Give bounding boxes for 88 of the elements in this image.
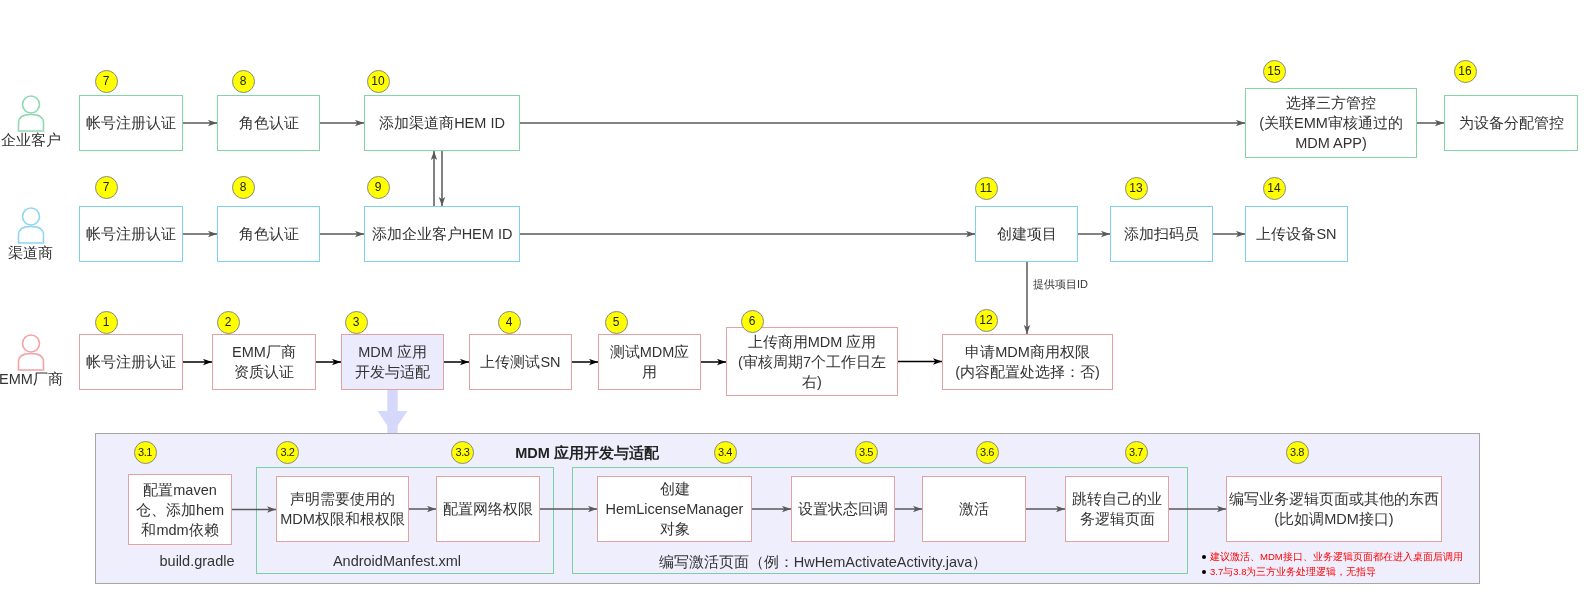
edge-label: 提供项目ID [1032,277,1089,292]
arrow [539,505,598,513]
process-box: 上传设备SN [1245,206,1348,262]
step-number: 10 [366,69,390,93]
arrow [519,119,1246,127]
step-number: 7 [94,175,118,199]
arrow [1416,119,1445,127]
arrow [319,119,365,127]
process-box: 帐号注册认证 [79,334,183,390]
step-number: 8 [231,175,255,199]
actor-label: EMM厂商 [0,369,63,389]
arrow [430,150,438,207]
process-box: 编写业务逻辑页面或其他的东西 (比如调MDM接口) [1226,476,1442,542]
step-number: 3.2 [276,440,299,464]
arrow [751,505,792,513]
step-number: 3.4 [713,440,737,464]
process-box: 申请MDM商用权限 (内容配置处选择：否) [942,334,1113,390]
group-label: AndroidManfest.xml [332,553,462,569]
process-box: 添加渠道商HEM ID [364,95,520,151]
process-box: 角色认证 [217,95,320,151]
process-box: 添加企业客户HEM ID [364,206,520,262]
process-box: 为设备分配管控 [1444,95,1578,151]
step-number: 5 [604,310,628,334]
process-box: 帐号注册认证 [79,206,183,262]
process-box: MDM 应用开发与适配 [341,334,444,390]
process-box: 帐号注册认证 [79,95,183,151]
process-box: 创建HemLicenseManager对象 [597,476,752,542]
file-name-label: build.gradle [159,553,235,569]
arrow [315,358,342,366]
arrow [182,119,218,127]
arrow [894,505,923,513]
step-number: 12 [974,308,998,332]
step-number: 3.6 [975,440,999,464]
actor-label: 渠道商 [7,243,53,263]
step-number: 3.1 [133,440,157,464]
group-label: 编写激活页面（例：HwHemActivateActivity.java） [658,552,988,572]
step-number: 9 [366,175,390,199]
process-box: 角色认证 [217,206,320,262]
step-number: 3.3 [451,440,474,464]
arrow [408,505,437,513]
arrow [182,230,218,238]
step-number: 3 [344,310,368,334]
process-box: 激活 [922,476,1026,542]
step-number: 3.7 [1124,440,1148,464]
step-number: 3.5 [854,440,878,464]
arrow [1025,505,1066,513]
arrow [1077,230,1111,238]
step-number: 11 [974,176,998,200]
arrow [231,506,277,513]
process-box: 配置maven仓、添加hem和mdm依赖 [128,474,232,545]
step-number: 15 [1262,59,1286,83]
process-box: 创建项目 [975,206,1078,262]
process-box: 选择三方管控 (关联EMM审核通过的MDM APP) [1245,88,1417,158]
step-number: 16 [1453,59,1477,83]
arrow [1023,261,1031,335]
arrow [319,230,365,238]
process-box: 添加扫码员 [1110,206,1213,262]
note-text: 建议激活、MDM接口、业务逻辑页面都在进入桌面后调用 [1210,551,1463,563]
step-number: 2 [216,310,240,334]
process-box: 设置状态回调 [791,476,895,542]
panel-title: MDM 应用开发与适配 [515,443,659,463]
arrow [182,358,213,366]
actor-label: 企业客户 [1,130,61,150]
process-box: 配置网络权限 [436,476,540,542]
step-number: 6 [740,309,764,333]
process-box: 测试MDM应用 [598,334,701,390]
arrow [571,358,599,366]
step-number: 7 [94,69,118,93]
arrow [438,150,446,207]
arrow [897,358,943,365]
step-number: 3.8 [1285,440,1309,464]
process-box: 跳转自己的业务逻辑页面 [1065,476,1169,542]
step-number: 14 [1262,176,1286,200]
process-box: 上传商用MDM 应用 (审核周期7个工作日左右) [726,327,898,396]
process-box: 声明需要使用的MDM权限和根权限 [276,476,409,542]
arrow [700,358,727,366]
arrow [1212,230,1246,238]
step-number: 13 [1124,176,1148,200]
step-number: 4 [497,310,521,334]
process-box: EMM厂商资质认证 [212,334,316,390]
arrow [1168,505,1227,513]
arrow [519,230,976,238]
step-number: 1 [94,310,118,334]
panel [95,433,1480,584]
note-text: 3.7与3.8为三方业务处理逻辑，无指导 [1210,566,1377,578]
arrow [443,358,470,366]
step-number: 8 [231,69,255,93]
process-box: 上传测试SN [469,334,572,390]
